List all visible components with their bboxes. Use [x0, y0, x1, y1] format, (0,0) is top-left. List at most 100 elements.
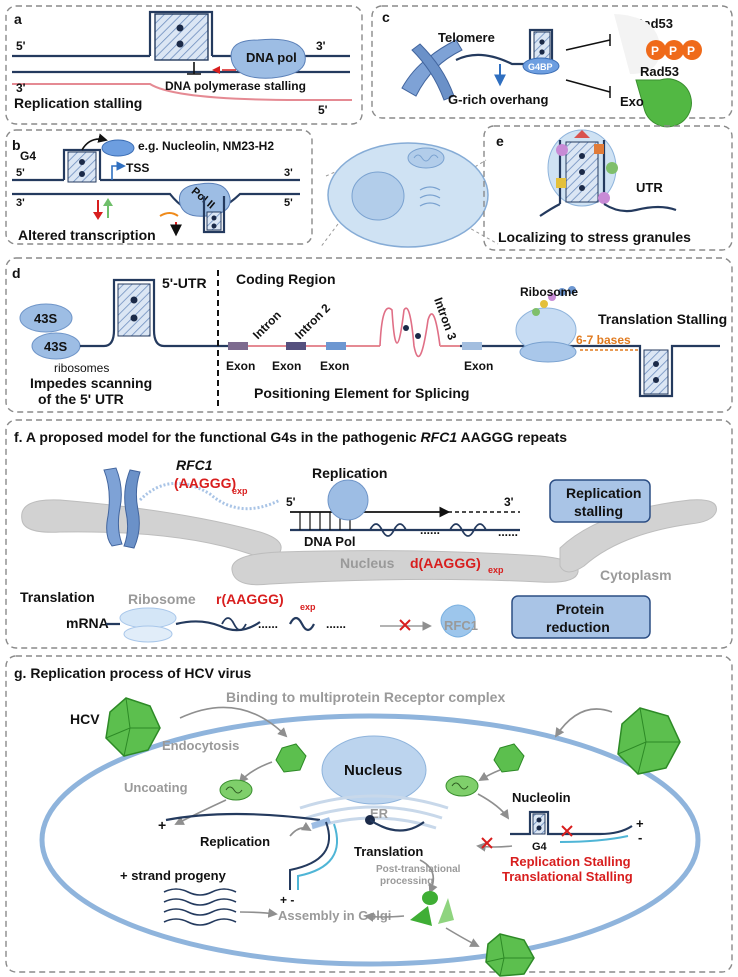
panel-d-exon-icon	[326, 342, 346, 350]
cell-icon	[327, 142, 489, 248]
panel-d-letter: d	[12, 265, 21, 281]
panel-g-plus-2: +	[636, 816, 644, 831]
nucleus-membrane-icon	[231, 550, 579, 586]
panel-d-positioning: Positioning Element for Splicing	[254, 385, 469, 401]
phosphate-icon	[682, 40, 702, 60]
panel-g-block-x-icon	[481, 837, 493, 849]
panel-c-g-rich-overhang: G-rich overhang	[448, 92, 548, 107]
panel-c-p1: P	[651, 44, 659, 58]
panel-g-minus-strand	[297, 823, 339, 890]
panel-d-ribosomes: ribosomes	[54, 361, 109, 375]
panel-d-g4-ion-icon	[130, 296, 138, 304]
panel-f-nucleus: Nucleus	[340, 555, 395, 571]
panel-g-binding: Binding to multiprotein Receptor complex	[226, 689, 505, 705]
panel-g-assembly: Assembly in Golgi	[278, 908, 391, 923]
panel-g-post-2: processing	[380, 876, 433, 887]
endocytosed-virus-icon	[275, 743, 307, 773]
ribosome-large-subunit-icon	[119, 607, 177, 629]
panel-g-g4: G4	[532, 841, 548, 853]
panel-f-repl-box-1: Replication	[566, 485, 641, 501]
panel-d-stall-g4-ion-icon	[653, 377, 659, 383]
panel-b-g4-bottom-ion-icon	[211, 215, 217, 221]
panel-g-replication-stalling: Replication Stalling	[510, 854, 631, 869]
panel-g-endocytosis: Endocytosis	[162, 738, 239, 753]
ribosome-43s-icon	[19, 303, 73, 333]
panel-f-rfc1-gene: RFC1	[176, 457, 213, 473]
panel-b-g4-bottom-stem	[202, 196, 226, 234]
panel-f-mrna: mRNA	[66, 615, 109, 631]
g4bp-protein-icon	[522, 57, 560, 75]
dna-polymerase-icon	[327, 479, 369, 521]
dna-polymerase-icon	[230, 38, 306, 79]
panel-f-replication: Replication	[312, 465, 387, 481]
panel-g-er: ER	[370, 806, 389, 821]
panel-g-replication-arrow-icon	[289, 821, 312, 837]
panel-g-replication: Replication	[200, 834, 270, 849]
panel-b-g4-ion-icon	[79, 159, 85, 165]
panel-g-hcv: HCV	[70, 711, 100, 727]
panel-d-stall-g4-icon	[643, 349, 669, 395]
panel-c-g4-icon	[533, 31, 551, 63]
viral-protein-icon	[438, 898, 454, 924]
panel-g-g4-ion-icon	[536, 817, 542, 823]
panel-b-example: e.g. Nucleolin, NM23-H2	[138, 139, 274, 153]
panel-b-green-arrowhead-icon	[103, 198, 113, 206]
panel-g-rna-minus-strand	[559, 835, 629, 843]
panel-b-frame	[5, 129, 313, 245]
panel-a-g4-stem	[148, 10, 214, 56]
panel-g: g. Replication process of HCV virus Bind…	[5, 655, 733, 977]
panel-g-frame	[5, 655, 733, 973]
panel-f-rfc1-protein: RFC1	[444, 618, 478, 633]
panel-a-dna-pol: DNA pol	[246, 50, 297, 65]
panel-f-d-aaggg: d(AAGGG)	[410, 555, 481, 571]
panel-g-plus-minus: + -	[280, 893, 294, 907]
panel-f-base-pairs	[299, 512, 351, 530]
panel-f-title-gene: RFC1	[421, 429, 458, 445]
panel-b-bottom-strand	[12, 192, 300, 215]
panel-g-endocytosis-arrow-icon	[478, 769, 501, 781]
panel-c-g4-ion-icon	[539, 49, 545, 55]
panel-g-nucleus: Nucleus	[344, 762, 402, 779]
panel-b-binding-arrow-icon	[81, 133, 108, 151]
granule-protein-icon	[606, 162, 618, 174]
panel-g-genome-strand	[165, 812, 321, 822]
hcv-virus-icon	[617, 707, 681, 775]
panel-g-plus-1: +	[158, 817, 166, 833]
panel-b-transcript-icon	[159, 212, 179, 217]
amino-acid-icon	[548, 293, 556, 301]
panel-c-frame	[371, 5, 733, 119]
viral-rna-icon	[225, 786, 243, 794]
panel-d-ribosome: Ribosome	[520, 285, 578, 299]
panel-b-5prime-right: 5'	[284, 197, 293, 209]
panel-d-43s-a: 43S	[34, 311, 57, 326]
phosphate-icon	[646, 40, 666, 60]
panel-e-letter: e	[496, 133, 504, 149]
panel-e-utr: UTR	[636, 180, 663, 195]
panel-b-tss: TSS	[126, 161, 149, 175]
phosphate-icon	[664, 40, 684, 60]
panel-g-translation: Translation	[354, 844, 423, 859]
panel-g-rna-g4-strand	[510, 810, 633, 836]
panel-f-chromosome-icon	[103, 467, 141, 549]
panel-f-exp-3: exp	[300, 602, 316, 612]
panel-f-r-aaggg: r(AAGGG)	[216, 591, 284, 607]
panel-g-post-1: Post-translational	[376, 864, 461, 875]
panel-g-plus-strand	[289, 821, 331, 890]
panel-d-translation-stalling: Translation Stalling	[598, 311, 727, 327]
cell-nucleus-icon	[351, 171, 405, 221]
panel-f-5prime: 5'	[286, 495, 296, 509]
panel-f-title: f. A proposed model for the functional G…	[14, 429, 567, 445]
panel-a-5prime-bottom: 5'	[318, 103, 328, 117]
panel-d-impedes-1: Impedes scanning	[30, 375, 152, 391]
panel-f-dots-4: ......	[326, 617, 346, 631]
panel-c-exo: Exo	[620, 94, 644, 109]
progeny-virus-facets	[485, 933, 534, 977]
panel-b-altered-transcription: Altered transcription	[18, 227, 156, 243]
panel-e-frame	[483, 125, 733, 251]
amino-acid-icon	[568, 286, 576, 294]
panel-b-g4-ion-icon	[79, 171, 85, 177]
panel-c-telomere: Telomere	[438, 30, 495, 45]
panel-g-g4-ion-icon	[536, 825, 542, 831]
tss-arrow-icon	[111, 161, 126, 180]
